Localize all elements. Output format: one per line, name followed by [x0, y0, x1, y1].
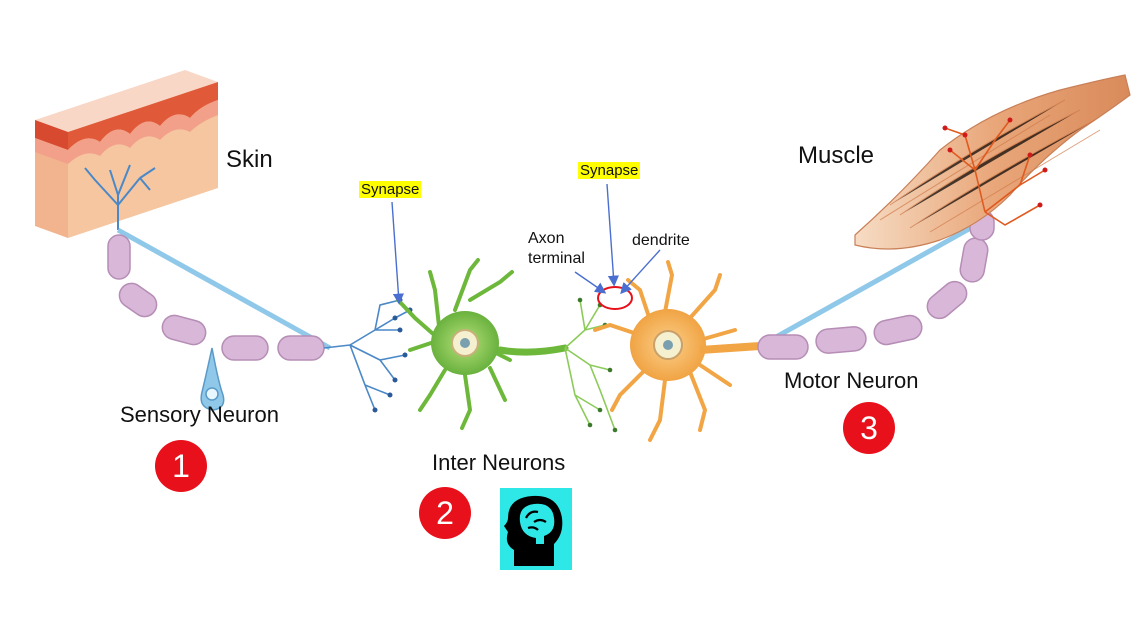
motor-neuron-illustration: [593, 260, 761, 442]
step-badge-3: 3: [843, 402, 895, 454]
step-badge-2: 2: [419, 487, 471, 539]
synapse-right-label: Synapse: [578, 162, 641, 179]
muscle-label: Muscle: [798, 142, 875, 169]
skin-label: Skin: [226, 146, 273, 173]
axon-terminal-line2: terminal: [528, 250, 585, 267]
head-with-brain-icon: [500, 488, 572, 570]
motor-neuron-axon: [757, 209, 995, 360]
dendrite-label: dendrite: [632, 232, 690, 249]
axon-terminal-label: Axon terminal: [528, 229, 585, 269]
step-badge-1: 1: [155, 440, 207, 492]
muscle-illustration: [854, 74, 1131, 250]
inter-neurons-label: Inter Neurons: [432, 450, 566, 475]
axon-terminal-line1: Axon: [528, 230, 565, 247]
sensory-neuron-illustration: [107, 227, 413, 413]
skin-illustration: [35, 70, 218, 238]
annotation-arrows: [391, 183, 661, 305]
motor-neuron-label: Motor Neuron: [784, 368, 919, 393]
sensory-neuron-label: Sensory Neuron: [120, 402, 279, 427]
inter-neuron-illustration: [396, 258, 618, 433]
head-silhouette-icon: [504, 495, 563, 566]
synapse-left-label: Synapse: [359, 181, 422, 198]
